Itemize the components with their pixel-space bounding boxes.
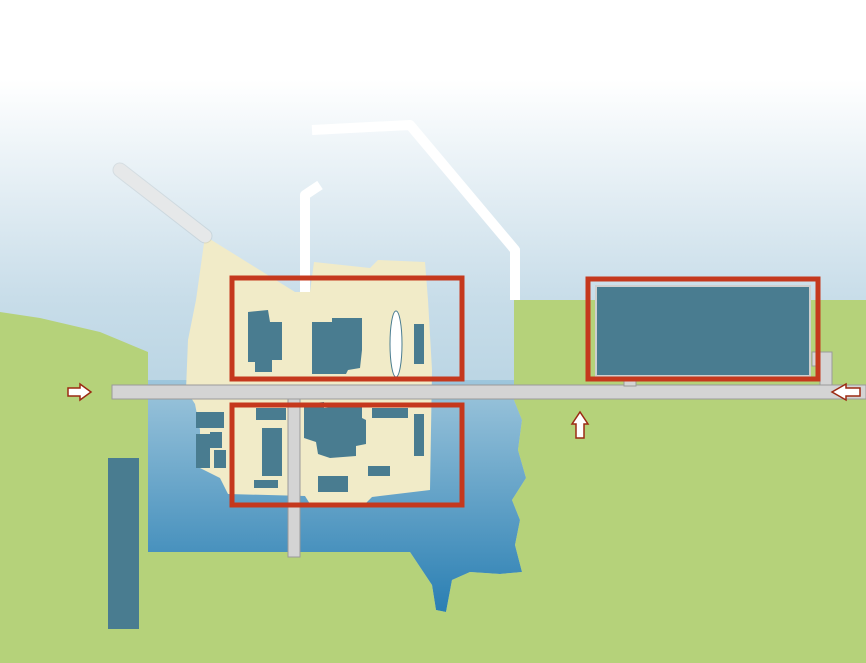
building	[318, 476, 348, 492]
side-road	[287, 398, 301, 558]
building	[254, 480, 278, 488]
building	[304, 402, 366, 458]
building	[210, 412, 224, 428]
building	[196, 412, 210, 428]
highlight-box-south-block[interactable]	[229, 402, 465, 508]
building	[372, 408, 408, 418]
north-block-buildings	[248, 310, 424, 378]
building	[312, 318, 362, 374]
building	[196, 434, 210, 452]
breakwater-west	[113, 163, 212, 243]
building	[248, 310, 282, 372]
arrow-west-entrance-icon	[67, 382, 93, 402]
breakwater-east	[311, 120, 520, 300]
building	[196, 452, 210, 468]
isolated-building	[108, 458, 139, 629]
building	[262, 428, 282, 476]
breakwater-center	[300, 180, 323, 292]
highlight-box-north-block[interactable]	[229, 275, 465, 382]
tank-building	[595, 285, 811, 377]
tank-ellipse	[389, 310, 403, 378]
building	[214, 450, 226, 468]
reclaimed-area	[186, 236, 432, 504]
building	[414, 414, 424, 456]
highlight-box-east-block[interactable]	[585, 276, 821, 382]
building	[414, 324, 424, 364]
arrow-east-entrance-icon	[830, 382, 861, 402]
breakwater-west-outline	[112, 162, 213, 244]
building	[368, 466, 390, 476]
building	[256, 408, 286, 420]
building	[210, 432, 222, 448]
south-block-buildings	[196, 402, 424, 492]
main-road	[111, 384, 866, 400]
arrow-south-entrance-icon	[570, 410, 590, 439]
